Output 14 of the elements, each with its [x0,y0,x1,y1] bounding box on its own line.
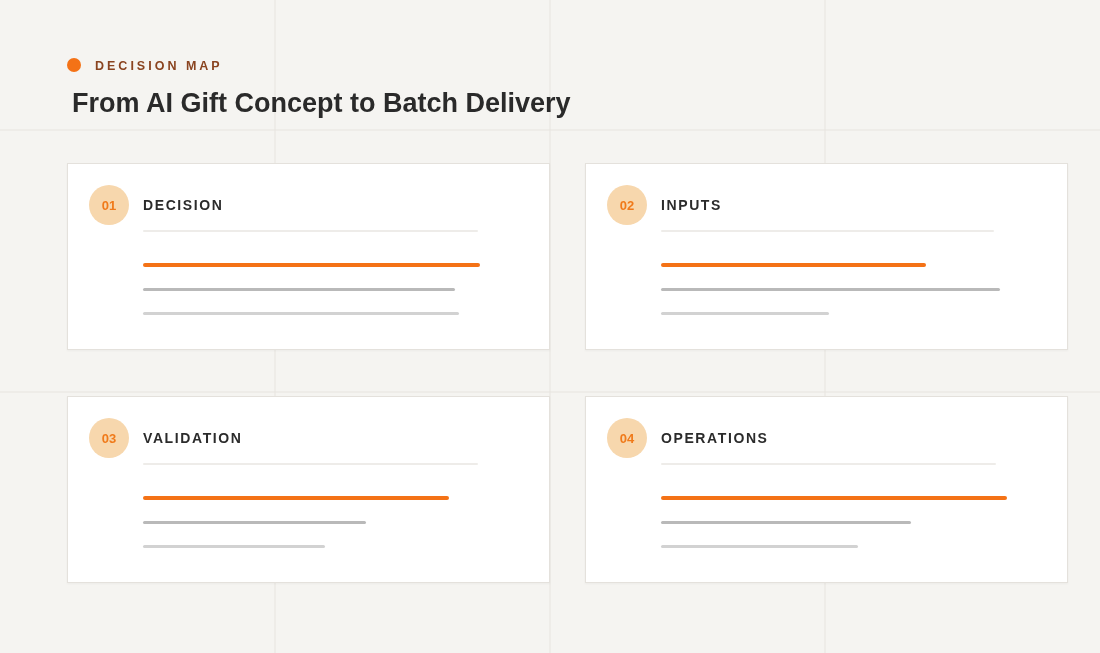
card-heading: DECISION [143,196,224,214]
step-card [585,396,1068,583]
card-heading: VALIDATION [143,429,243,447]
step-card [67,396,550,583]
step-number-circle: 03 [89,418,129,458]
step-card [67,163,550,350]
step-number-circle: 02 [607,185,647,225]
card-heading: OPERATIONS [661,429,769,447]
step-card [585,163,1068,350]
step-number-circle: 04 [607,418,647,458]
diagram-title: From AI Gift Concept to Batch Delivery [72,87,571,119]
eyebrow-label: DECISION MAP [95,58,223,74]
step-number-circle: 01 [89,185,129,225]
card-heading: INPUTS [661,196,722,214]
